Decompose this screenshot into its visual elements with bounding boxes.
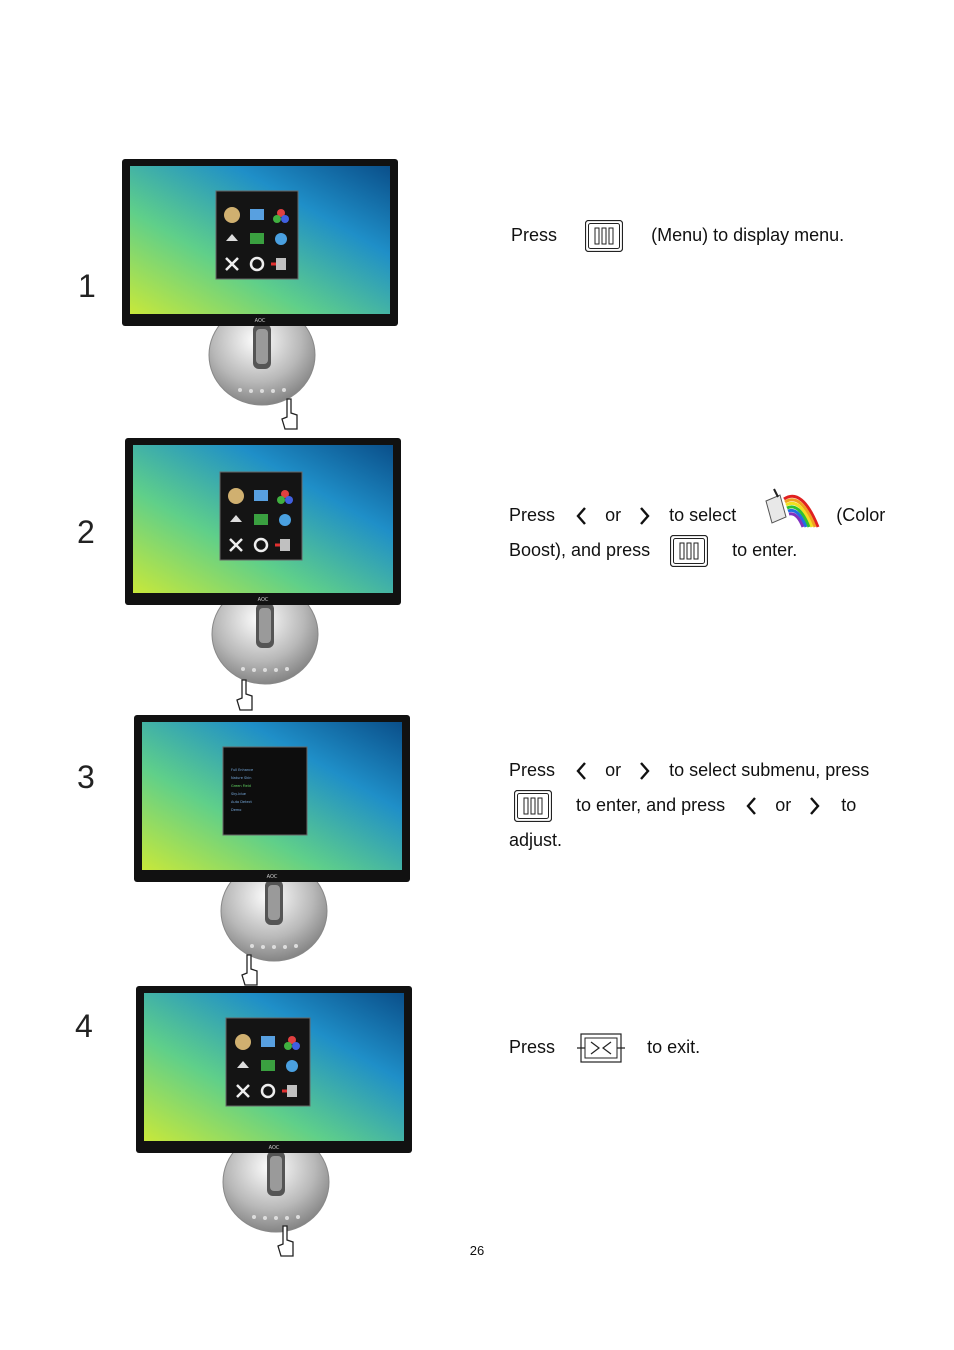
svg-text:Auto Detect: Auto Detect: [231, 800, 253, 804]
menu-button-icon: [585, 220, 624, 253]
svg-text:Sky-blue: Sky-blue: [231, 792, 246, 796]
select-submenu-label: to select submenu, press: [669, 760, 870, 780]
to-exit-label: to exit.: [647, 1037, 701, 1057]
step-4-instruction: Press to exit.: [509, 1030, 700, 1065]
chevron-left-icon: [576, 762, 586, 781]
press-label: Press: [509, 1037, 556, 1057]
pointing-finger-icon: [236, 679, 253, 711]
color-boost-icon: [765, 488, 820, 528]
step-number-4: 4: [75, 1008, 93, 1044]
chevron-right-icon: [640, 762, 650, 781]
to-label: to: [841, 795, 857, 815]
step-3-instruction: Press or to select submenu, press to ent…: [509, 753, 869, 858]
exit-button-icon: [577, 1033, 626, 1063]
svg-text:Nature Skin: Nature Skin: [231, 776, 251, 780]
step-number-1: 1: [78, 268, 96, 304]
to-enter-and-press-label: to enter, and press: [576, 795, 726, 815]
to-enter-label: to enter.: [732, 540, 798, 560]
color-label: (Color: [836, 505, 886, 525]
boost-and-press-label: Boost), and press: [509, 540, 651, 560]
or-label: or: [775, 795, 792, 815]
svg-text:Demo: Demo: [231, 808, 241, 812]
menu-button-icon: [670, 535, 709, 568]
press-label: Press: [509, 505, 556, 525]
svg-text:Full Enhance: Full Enhance: [231, 768, 253, 772]
chevron-left-icon: [576, 507, 586, 526]
monitor-illustration-4: [136, 986, 413, 1257]
chevron-left-icon: [746, 797, 757, 816]
step-2-instruction: Press or to select (Color Boost), and pr…: [509, 488, 886, 568]
step-number-3: 3: [77, 759, 95, 795]
pointing-finger-icon: [241, 954, 258, 986]
or-label: or: [605, 505, 622, 525]
monitor-illustration-2: [125, 438, 402, 711]
monitor-illustration-1: [122, 159, 399, 430]
step-number-2: 2: [77, 514, 95, 550]
step-1-text: (Menu) to display menu.: [651, 225, 845, 245]
menu-button-icon: [514, 790, 552, 823]
page-number: 26: [469, 1243, 485, 1258]
pointing-finger-icon: [281, 398, 298, 430]
step-1-instruction: Press (Menu) to display menu.: [511, 218, 844, 253]
adjust-label: adjust.: [509, 830, 563, 850]
or-label: or: [605, 760, 622, 780]
svg-text:Green Field: Green Field: [231, 784, 251, 788]
to-select-label: to select: [669, 505, 737, 525]
press-label: Press: [511, 225, 558, 245]
press-label: Press: [509, 760, 556, 780]
chevron-right-icon: [640, 507, 650, 526]
chevron-right-icon: [810, 797, 820, 816]
